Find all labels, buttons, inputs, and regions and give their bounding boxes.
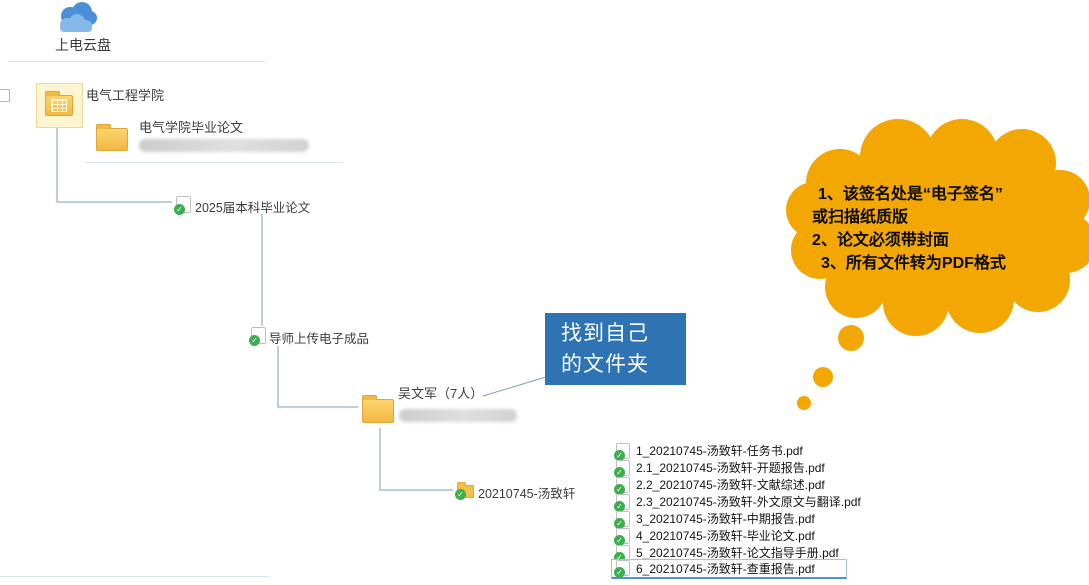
year-folder-label[interactable]: 2025届本科毕业论文 <box>195 201 311 215</box>
file-name: 2.2_20210745-汤致轩-文献综述.pdf <box>636 478 825 492</box>
callout-line: 找到自己 <box>561 322 649 345</box>
bottom-divider <box>0 576 270 577</box>
thought-bubble-trail-1 <box>838 325 864 351</box>
blurred-text <box>399 409 517 422</box>
drive-title: 上电云盘 <box>55 37 111 53</box>
thought-bubble-trail-3 <box>797 396 811 410</box>
row-checkbox[interactable] <box>0 89 10 102</box>
pdf-check-icon <box>614 510 630 529</box>
file-row[interactable]: 1_20210745-汤致轩-任务书.pdf <box>614 442 803 461</box>
bubble-note-line: 1、该签名处是“电子签名” <box>818 186 1003 203</box>
file-row[interactable]: 5_20210745-汤致轩-论文指导手册.pdf <box>614 544 839 563</box>
header-divider <box>8 61 266 62</box>
bubble-note-line: 3、所有文件转为PDF格式 <box>821 255 1006 272</box>
file-name: 5_20210745-汤致轩-论文指导手册.pdf <box>636 546 839 560</box>
advisor-folder-label[interactable]: 吴文军（7人） <box>398 386 484 401</box>
row-divider <box>85 162 342 163</box>
file-row[interactable]: 3_20210745-汤致轩-中期报告.pdf <box>614 510 815 529</box>
pdf-check-icon <box>614 560 630 578</box>
file-name: 2.1_20210745-汤致轩-开题报告.pdf <box>636 461 825 475</box>
thesis-folder-label[interactable]: 电气学院毕业论文 <box>139 120 244 135</box>
checked-doc-icon <box>174 196 191 215</box>
file-name: 2.3_20210745-汤致轩-外文原文与翻译.pdf <box>636 495 861 509</box>
file-row[interactable]: 4_20210745-汤致轩-毕业论文.pdf <box>614 527 815 546</box>
bubble-note-line: 或扫描纸质版 <box>812 209 909 226</box>
grid-emblem <box>51 99 67 112</box>
file-name: 1_20210745-汤致轩-任务书.pdf <box>636 444 803 458</box>
thought-bubble-trail-2 <box>813 367 833 387</box>
upload-folder-label[interactable]: 导师上传电子成品 <box>269 332 370 346</box>
shared-folder-icon <box>45 91 73 116</box>
bubble-note-line: 2、论文必须带封面 <box>812 232 949 249</box>
blurred-text <box>139 139 309 152</box>
folder-icon <box>362 395 394 423</box>
file-name: 4_20210745-汤致轩-毕业论文.pdf <box>636 529 815 543</box>
student-folder-label[interactable]: 20210745-汤致轩 <box>478 487 576 501</box>
file-row[interactable]: 2.1_20210745-汤致轩-开题报告.pdf <box>614 459 825 478</box>
root-folder-label[interactable]: 电气工程学院 <box>86 88 165 103</box>
file-name: 6_20210745-汤致轩-查重报告.pdf <box>636 561 815 576</box>
folder-icon <box>96 124 128 151</box>
file-name: 3_20210745-汤致轩-中期报告.pdf <box>636 512 815 526</box>
pdf-check-icon <box>614 476 630 495</box>
file-row[interactable]: 2.2_20210745-汤致轩-文献综述.pdf <box>614 476 825 495</box>
file-row-selected[interactable]: 6_20210745-汤致轩-查重报告.pdf <box>611 559 847 579</box>
file-row[interactable]: 2.3_20210745-汤致轩-外文原文与翻译.pdf <box>614 493 861 512</box>
pdf-check-icon <box>614 544 630 563</box>
pdf-check-icon <box>614 459 630 478</box>
callout-line: 的文件夹 <box>561 353 649 376</box>
pdf-check-icon <box>614 442 630 461</box>
pdf-check-icon <box>614 493 630 512</box>
cloud-drive-icon <box>60 2 97 32</box>
checked-folder-icon <box>455 482 474 500</box>
pdf-check-icon <box>614 527 630 546</box>
bubble-note: 1、该签名处是“电子签名” 或扫描纸质版 2、论文必须带封面 3、所有文件转为P… <box>812 183 1078 275</box>
checked-doc-icon <box>249 327 266 346</box>
find-your-folder-callout: 找到自己 的文件夹 <box>545 313 686 385</box>
